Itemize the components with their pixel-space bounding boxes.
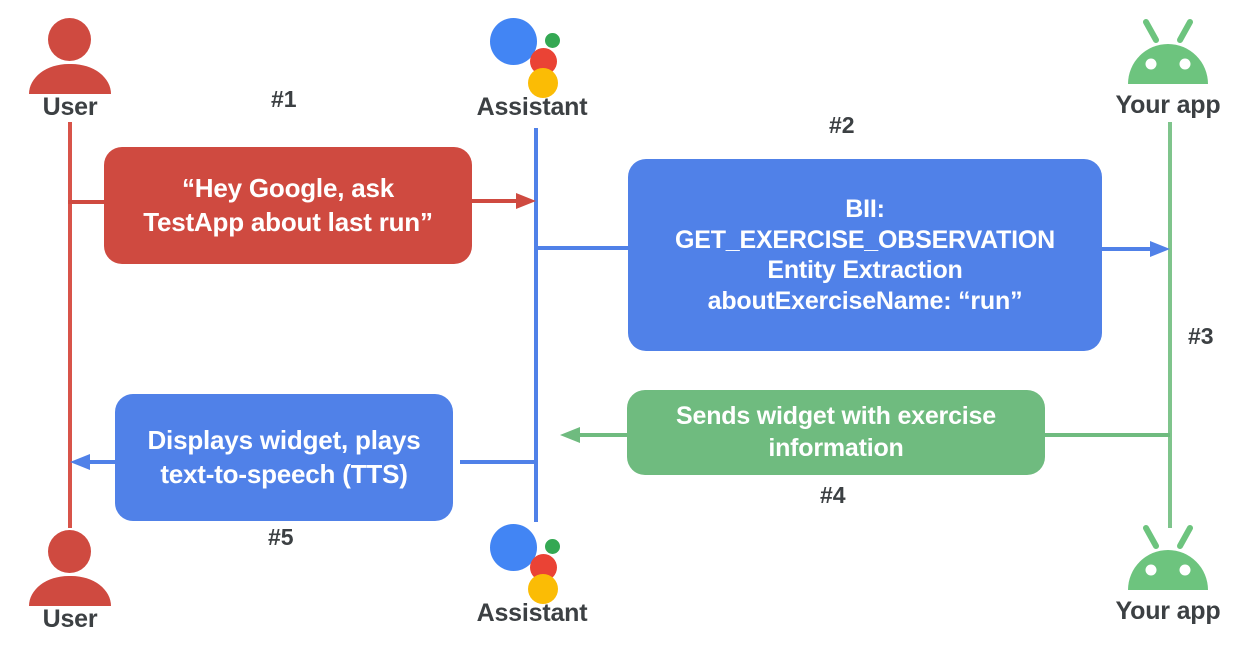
message-box-step1-line-1: “Hey Google, ask (181, 173, 395, 204)
arrow-step4-app-to-assistant (534, 425, 630, 445)
arrow-step3-assistant-to-app (1100, 239, 1172, 259)
actor-user-top: User (0, 12, 150, 122)
assistant-icon-yellow-dot (528, 68, 558, 98)
assistant-icon-yellow-dot (528, 574, 558, 604)
step-label-1: #1 (271, 86, 297, 112)
actor-label-assistant-bottom: Assistant (476, 599, 588, 627)
connector-user-to-step1 (68, 200, 110, 204)
actor-your-app-top: Your app (1088, 14, 1244, 120)
step-label-5: #5 (268, 524, 294, 550)
message-box-step5[interactable]: Displays widget, plays text-to-speech (T… (115, 394, 453, 521)
assistant-icon-green-dot (545, 33, 560, 48)
android-icon (1120, 14, 1216, 92)
actor-assistant-top: Assistant (452, 12, 612, 122)
actor-label-your-app-bottom: Your app (1115, 597, 1221, 625)
message-box-step4-line-1: Sends widget with exercise (676, 402, 996, 430)
message-box-step2-line-3: Entity Extraction (767, 256, 963, 284)
message-box-step4[interactable]: Sends widget with exercise information (627, 390, 1045, 475)
message-box-step2-line-1: BII: (845, 195, 885, 223)
google-assistant-icon (486, 12, 578, 98)
actor-assistant-bottom: Assistant (452, 518, 612, 628)
user-icon (29, 12, 111, 94)
step-label-3: #3 (1188, 323, 1214, 349)
message-box-step1-line-2: TestApp about last run” (143, 206, 433, 237)
arrow-step1-user-to-assistant (466, 191, 538, 211)
google-assistant-icon (486, 518, 578, 604)
actor-label-your-app-top: Your app (1115, 91, 1221, 119)
assistant-icon-green-dot (545, 539, 560, 554)
message-box-step2-line-4: aboutExerciseName: “run” (707, 286, 1023, 315)
actor-label-user-bottom: User (42, 605, 98, 633)
message-box-step2-line-2: GET_EXERCISE_OBSERVATION (674, 225, 1055, 254)
assistant-icon-blue-dot (490, 524, 537, 571)
lifeline-your-app (1168, 122, 1172, 528)
message-box-step4-line-2: information (768, 433, 904, 462)
user-icon-head (48, 530, 91, 573)
user-icon-body (29, 64, 111, 94)
step-label-4: #4 (820, 482, 846, 508)
connector-step4-to-app (1040, 433, 1170, 437)
lifeline-assistant (534, 128, 538, 522)
message-box-step1[interactable]: “Hey Google, ask TestApp about last run” (104, 147, 472, 264)
android-icon (1120, 520, 1216, 598)
message-box-step5-line-2: text-to-speech (TTS) (160, 458, 408, 489)
actor-user-bottom: User (0, 524, 150, 634)
android-icon-svg (1128, 19, 1208, 84)
assistant-icon-blue-dot (490, 18, 537, 65)
message-box-step5-line-1: Displays widget, plays (147, 425, 421, 456)
actor-your-app-bottom: Your app (1088, 520, 1244, 626)
android-icon-svg (1128, 525, 1208, 590)
user-icon (29, 524, 111, 606)
message-box-step2[interactable]: BII: GET_EXERCISE_OBSERVATION Entity Ext… (628, 159, 1102, 351)
lifeline-user (68, 122, 72, 528)
actor-label-assistant-top: Assistant (476, 93, 588, 121)
step-label-2: #2 (829, 112, 855, 138)
user-icon-head (48, 18, 91, 61)
connector-assistant-to-step5 (460, 460, 538, 464)
user-icon-body (29, 576, 111, 606)
connector-assistant-to-step2 (534, 246, 634, 250)
actor-label-user-top: User (42, 93, 98, 121)
